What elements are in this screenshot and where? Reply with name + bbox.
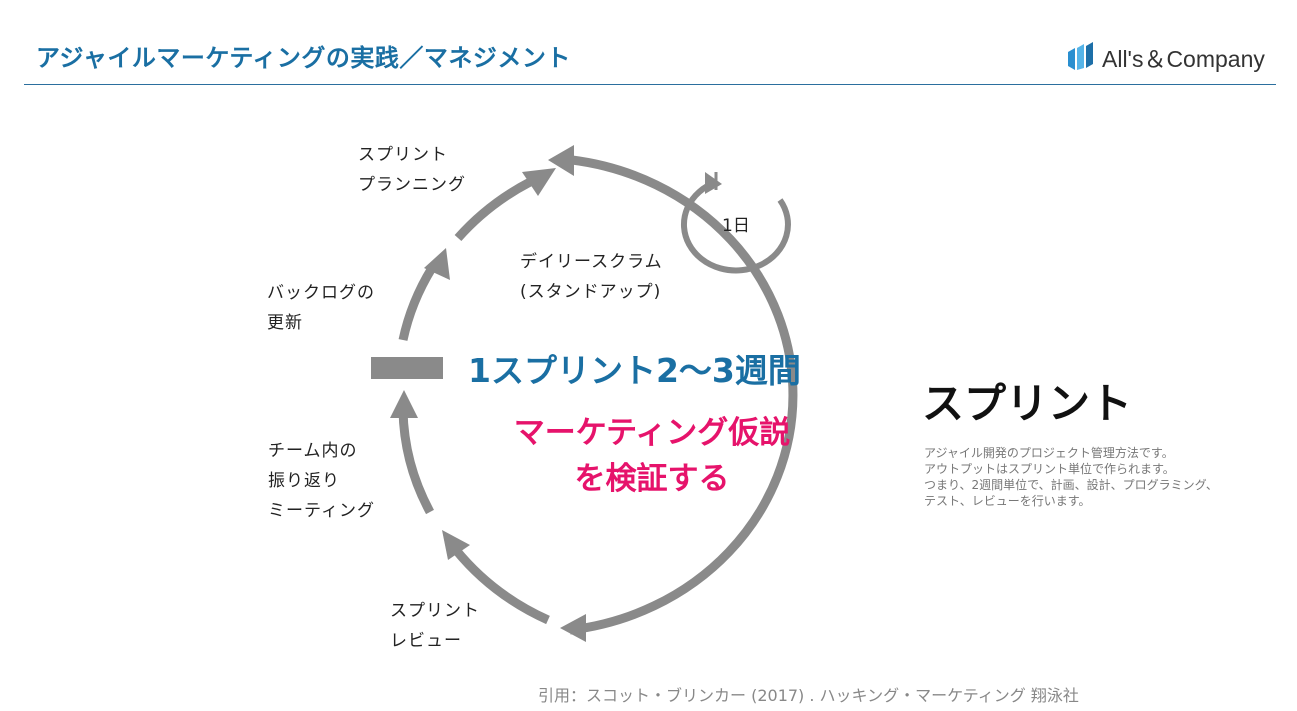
sprint-start-bar xyxy=(371,357,443,379)
sprint-duration-text: 1スプリント2～3週間 xyxy=(468,351,801,390)
label-daily-scrum: デイリースクラム (スタンドアップ) xyxy=(520,252,663,302)
hypothesis-text: マーケティング仮説 を検証する xyxy=(513,415,791,497)
left-lower-arc-1 xyxy=(452,547,550,625)
left-lower-arrowhead-1 xyxy=(442,530,470,560)
label-sprint-planning: スプリント プランニング xyxy=(358,145,466,195)
label-retrospective: チーム内の 振り返り ミーティング xyxy=(268,441,375,521)
left-upper-arrowhead-1 xyxy=(424,248,450,280)
sprint-description: アジャイル開発のプロジェクト管理方法です。 アウトプットはスプリント単位で作られ… xyxy=(924,446,1218,508)
bottom-arrowhead xyxy=(560,614,586,642)
daily-loop-arrowhead xyxy=(705,172,722,194)
left-lower-arc-2 xyxy=(398,409,434,515)
company-logo: All's＆Company xyxy=(1066,42,1265,72)
logo-mark-icon xyxy=(1068,42,1093,70)
sprint-cycle-main-arc xyxy=(569,155,798,635)
logo-text: All's＆Company xyxy=(1102,46,1265,72)
daily-loop xyxy=(681,179,791,274)
sprint-heading: スプリント xyxy=(922,379,1133,428)
page-title: アジャイルマーケティングの実践／マネジメント xyxy=(36,44,571,72)
top-arrowhead xyxy=(548,145,574,176)
label-backlog-update: バックログの 更新 xyxy=(267,283,375,333)
left-upper-arc-2 xyxy=(454,178,533,241)
left-upper-arc-1 xyxy=(398,265,436,341)
left-lower-arrowhead-2 xyxy=(390,390,418,418)
label-sprint-review: スプリント レビュー xyxy=(390,601,480,651)
citation: 引用：スコット・ブリンカー (2017) . ハッキング・マーケティング 翔泳社 xyxy=(538,686,1079,705)
left-upper-arrowhead-2 xyxy=(522,168,556,196)
header-divider xyxy=(24,84,1276,85)
label-one-day: 1日 xyxy=(722,216,750,236)
